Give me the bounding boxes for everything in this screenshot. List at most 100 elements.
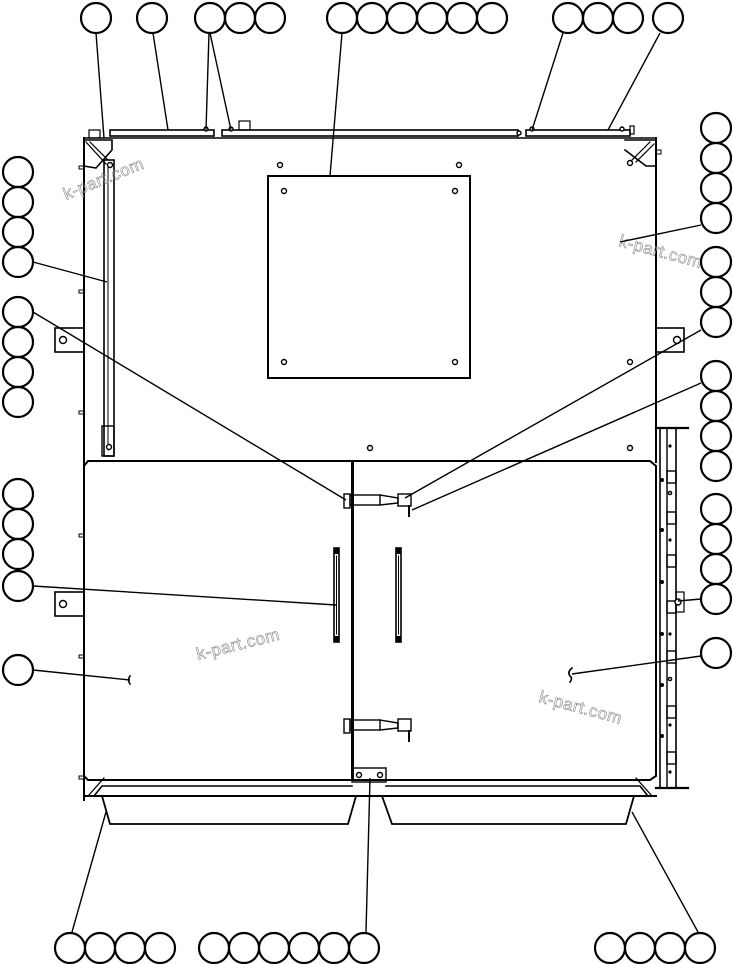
leader-line (677, 598, 702, 602)
callout-bubble[interactable] (257, 931, 291, 964)
callout-bubble[interactable] (699, 111, 733, 145)
leader-line (205, 32, 210, 131)
callout-bubble[interactable] (1, 245, 35, 279)
leader-line (71, 811, 107, 933)
callout-bubble[interactable] (227, 931, 261, 964)
callout-bubble[interactable] (551, 1, 585, 35)
callout-bubble[interactable] (699, 389, 733, 423)
leader-line (411, 382, 702, 511)
door-handle-left (333, 547, 340, 643)
leader-line (32, 261, 108, 283)
leader-lines (32, 32, 702, 933)
callout-bubble[interactable] (223, 1, 257, 35)
callout-bubble[interactable] (699, 636, 733, 670)
top-rail (88, 120, 635, 139)
callout-bubble[interactable] (699, 245, 733, 279)
leader-line (329, 32, 343, 177)
callout-bubble[interactable] (699, 201, 733, 235)
callout-bubble[interactable] (1, 295, 35, 329)
callout-group-top-left-2 (135, 1, 169, 35)
callout-bubble[interactable] (347, 931, 381, 964)
callout-bubble[interactable] (699, 449, 733, 483)
callout-bubble[interactable] (699, 359, 733, 393)
callout-bubble[interactable] (653, 931, 687, 964)
leader-line (32, 669, 131, 681)
callout-bubble[interactable] (1, 355, 35, 389)
leader-line (404, 329, 702, 499)
callout-group-right-4 (699, 492, 733, 616)
target-mark-right-door (568, 666, 574, 684)
callout-group-top-right-1 (551, 1, 645, 35)
callout-group-left-4 (1, 653, 35, 687)
callout-bubble[interactable] (699, 419, 733, 453)
leader-line (32, 311, 347, 501)
callout-bubble[interactable] (1, 477, 35, 511)
callout-bubble[interactable] (1, 215, 35, 249)
callout-bubble[interactable] (135, 1, 169, 35)
callout-bubble[interactable] (699, 141, 733, 175)
callout-bubble[interactable] (253, 1, 287, 35)
corner-gusset-left (83, 139, 113, 169)
callout-bubble[interactable] (699, 552, 733, 586)
callout-group-top-left-1 (79, 1, 113, 35)
callout-bubble[interactable] (1, 385, 35, 419)
callout-group-right-3 (699, 359, 733, 483)
callout-bubble[interactable] (1, 185, 35, 219)
callout-bubble[interactable] (699, 582, 733, 616)
callout-group-top-right-2 (651, 1, 685, 35)
callout-bubble[interactable] (1, 325, 35, 359)
callout-bubble[interactable] (475, 1, 509, 35)
callout-bubble[interactable] (1, 653, 35, 687)
callout-bubble[interactable] (83, 931, 117, 964)
callout-bubble[interactable] (683, 931, 717, 964)
latch-upper (343, 493, 412, 517)
callout-bubble[interactable] (385, 1, 419, 35)
right-door (352, 460, 657, 781)
left-vertical-rail (101, 159, 115, 457)
callout-bubble[interactable] (53, 931, 87, 964)
callout-bubble[interactable] (699, 305, 733, 339)
callout-bubble[interactable] (1, 507, 35, 541)
callout-bubble[interactable] (623, 931, 657, 964)
callout-bubble[interactable] (699, 275, 733, 309)
callout-bubble[interactable] (113, 931, 147, 964)
leader-line (631, 811, 699, 933)
callout-bubble[interactable] (1, 569, 35, 603)
callout-group-bottom-center (197, 931, 381, 964)
top-cover-plate (267, 175, 471, 379)
callout-bubble[interactable] (699, 492, 733, 526)
leader-line (32, 585, 337, 606)
corner-gusset-right (623, 139, 662, 167)
callout-bubble[interactable] (193, 1, 227, 35)
callout-bubble[interactable] (593, 931, 627, 964)
callout-bubble[interactable] (143, 931, 177, 964)
callout-bubble[interactable] (197, 931, 231, 964)
callout-group-bottom-right (593, 931, 717, 964)
callout-bubble[interactable] (287, 931, 321, 964)
callout-bubble[interactable] (445, 1, 479, 35)
callout-group-left-3 (1, 477, 35, 603)
leader-line (607, 32, 661, 131)
right-mount-bracket-upper (655, 327, 685, 353)
callout-bubble[interactable] (699, 171, 733, 205)
callout-group-right-1 (699, 111, 733, 235)
leader-line (571, 655, 702, 675)
latch-lower (343, 718, 412, 742)
callout-bubble[interactable] (79, 1, 113, 35)
callout-bubble[interactable] (317, 931, 351, 964)
callout-bubble[interactable] (581, 1, 615, 35)
callout-bubble[interactable] (699, 522, 733, 556)
callout-bubble[interactable] (415, 1, 449, 35)
callout-bubble[interactable] (611, 1, 645, 35)
callout-bubble[interactable] (355, 1, 389, 35)
callout-bubble[interactable] (325, 1, 359, 35)
callout-bubble[interactable] (651, 1, 685, 35)
left-door (82, 460, 353, 781)
door-handle-right (395, 547, 402, 643)
callout-bubble[interactable] (1, 537, 35, 571)
callout-group-right-2 (699, 245, 733, 339)
leader-line (365, 777, 371, 933)
callout-bubble[interactable] (1, 155, 35, 189)
